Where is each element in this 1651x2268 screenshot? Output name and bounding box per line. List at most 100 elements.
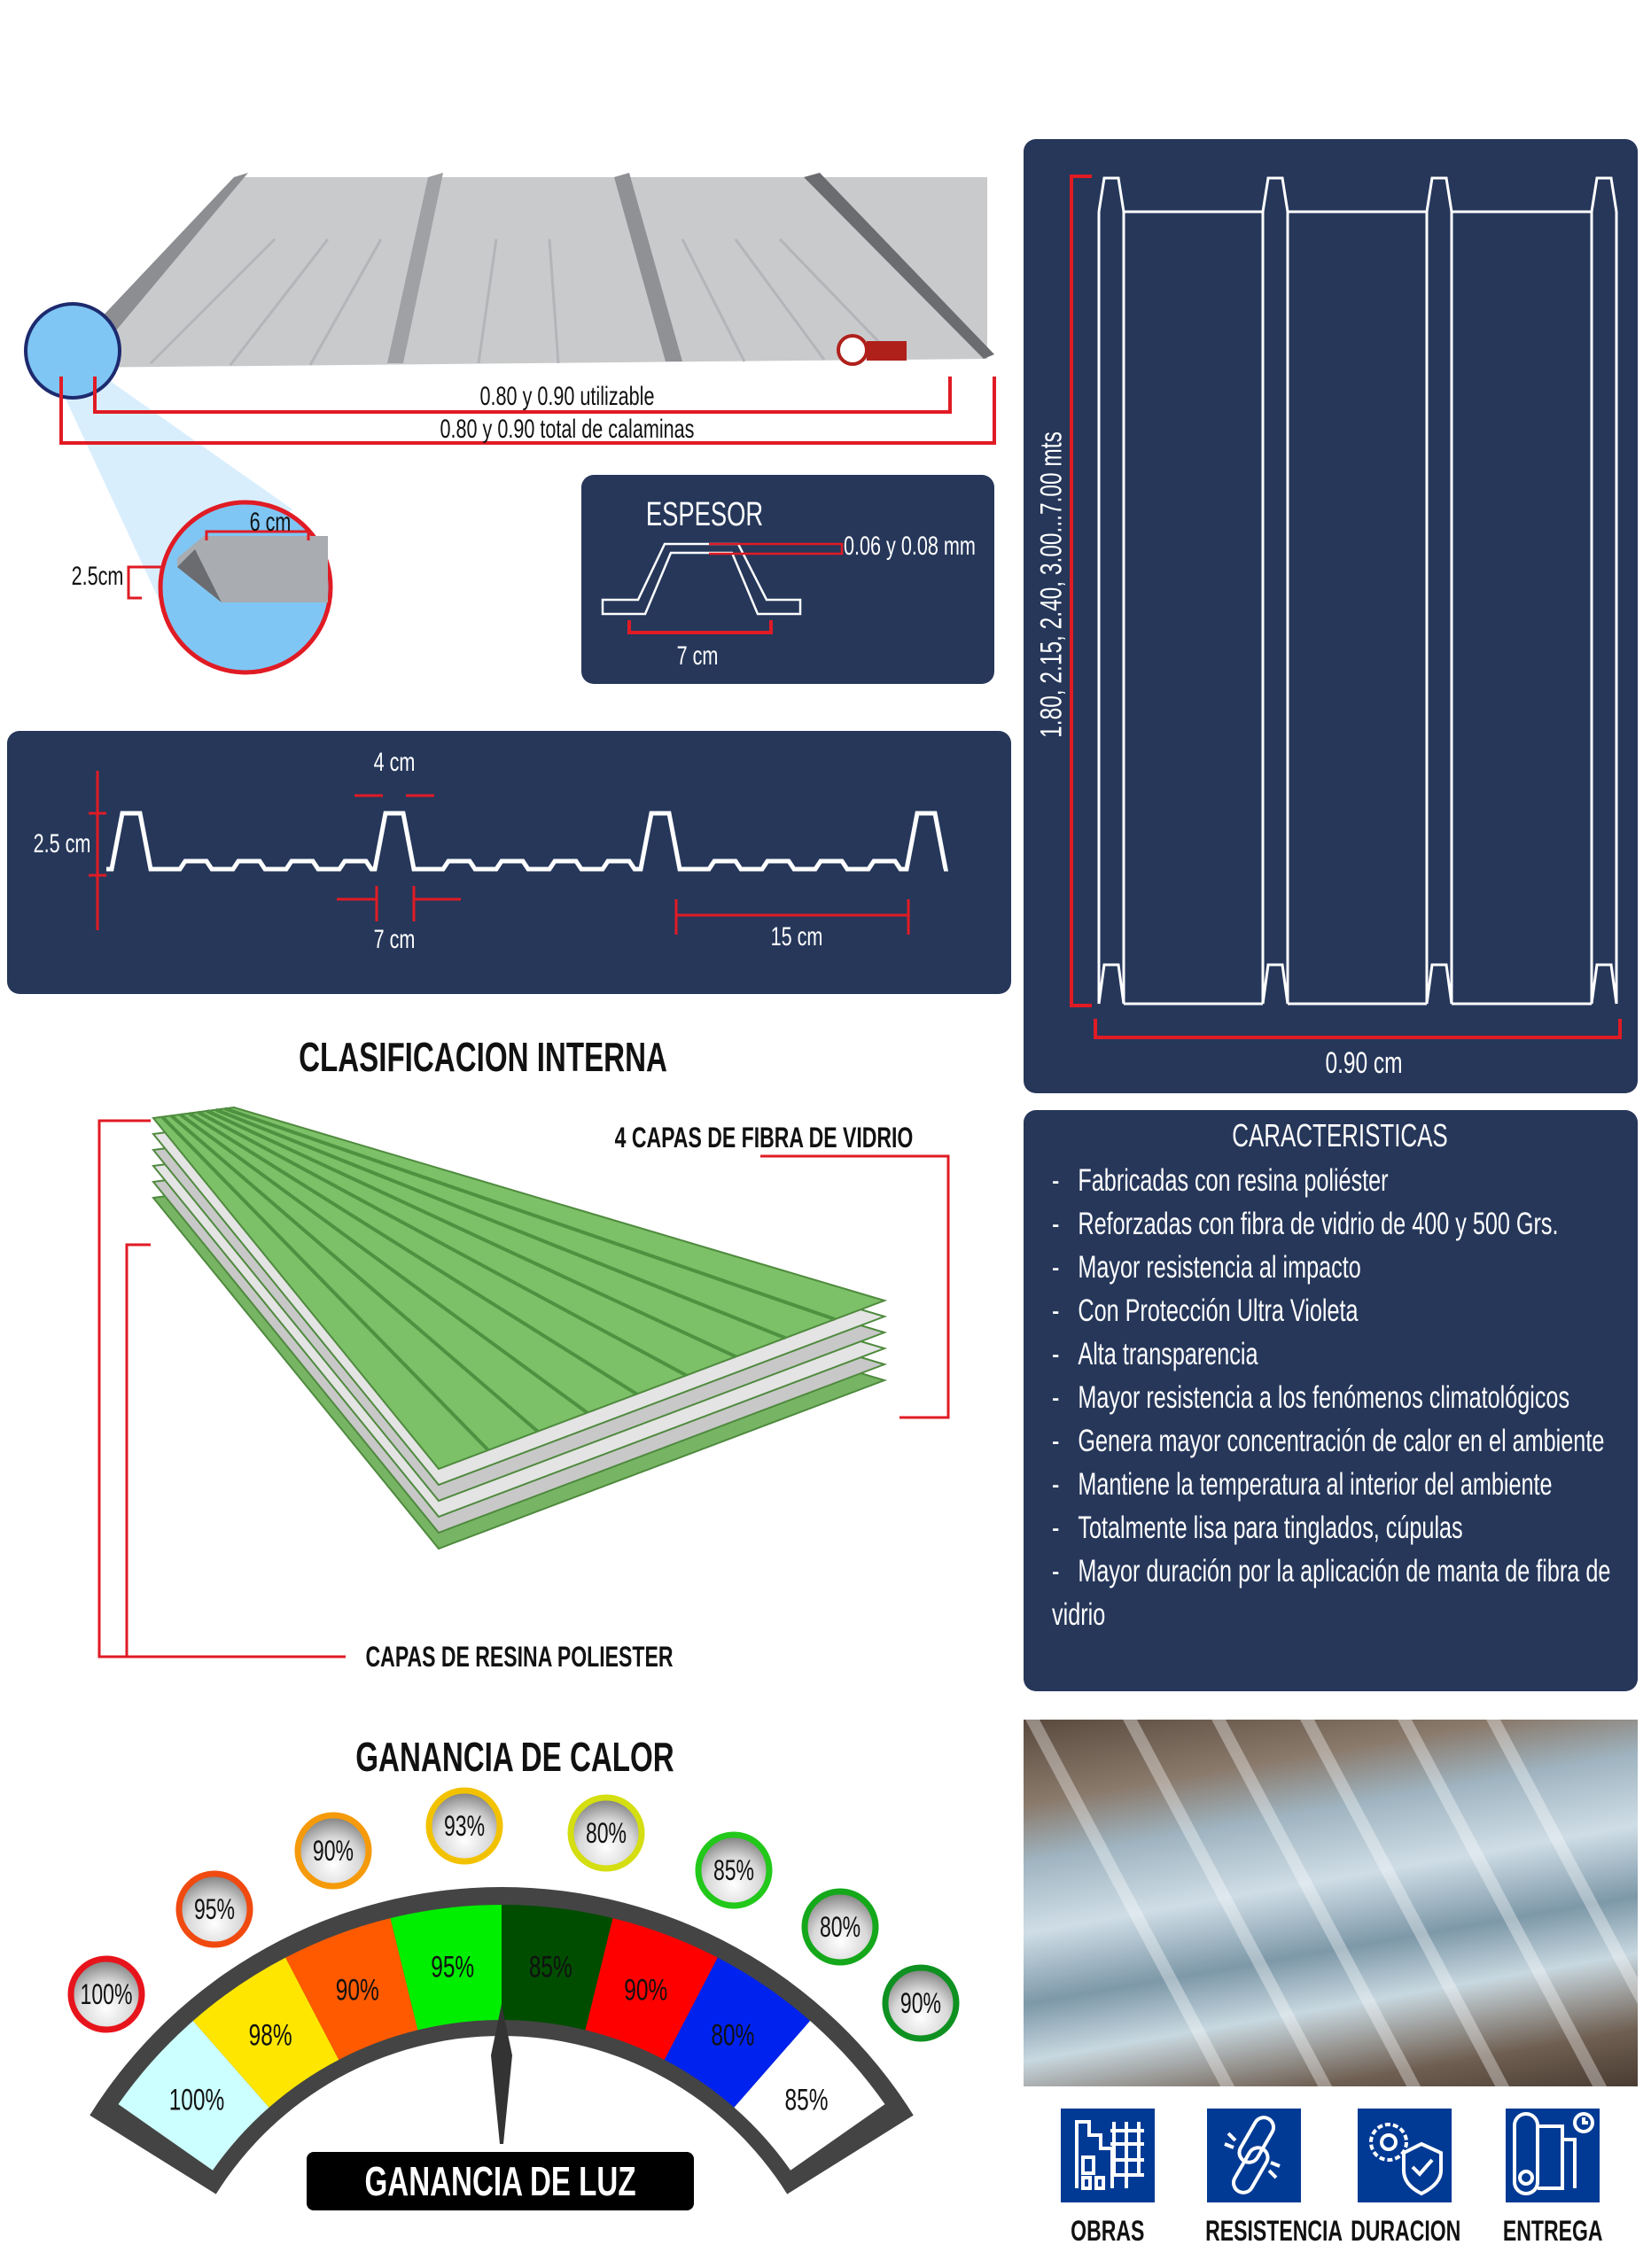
list-item: Alta transparencia [1052, 1332, 1620, 1376]
list-item: Mayor duración por la aplicación de mant… [1052, 1550, 1620, 1636]
gauge-segment-label: 90% [336, 1974, 379, 2008]
plan-width-label: 0.90 cm [1325, 1046, 1403, 1080]
light-gain-button: GANANCIA DE LUZ [307, 2152, 694, 2210]
gauge-segment [118, 2021, 269, 2171]
detail-marker-circle [24, 302, 121, 400]
plan-rib-top [1097, 176, 1125, 213]
feature-entrega: ENTREGA [1477, 2109, 1628, 2248]
layer-callout-lines [97, 1119, 950, 1658]
length-options-label: 1.80, 2.15, 2.40, 3.00...7.00 mts [1034, 431, 1069, 738]
building-icon [1061, 2109, 1155, 2202]
list-item: Fabricadas con resina poliéster [1052, 1159, 1620, 1202]
plan-rib-top [1425, 176, 1453, 213]
list-item: Mantiene la temperatura al interior del … [1052, 1463, 1620, 1506]
total-width-label: 0.80 y 0.90 total de calaminas [440, 415, 695, 444]
espesor-panel [581, 475, 994, 684]
heat-bubble [67, 1955, 145, 2033]
clasificacion-title: CLASIFICACION INTERNA [299, 1034, 667, 1080]
list-item: Con Protección Ultra Violeta [1052, 1289, 1620, 1332]
heat-bubble-label: 93% [444, 1810, 485, 1842]
heat-bubble [882, 1964, 960, 2042]
heat-bubble-label: 85% [713, 1854, 754, 1886]
dimension-lines [59, 377, 996, 445]
gauge-segment [390, 1905, 502, 2031]
heat-bubble [294, 1812, 372, 1890]
heat-bubble-label: 80% [820, 1911, 861, 1943]
feature-duracion: DURACION [1329, 2109, 1480, 2248]
rib-base-label: 7 cm [373, 925, 416, 954]
rib-height-label: 2.5 cm [33, 829, 91, 858]
detail-height-label: 2.5cm [71, 562, 124, 591]
gauge-segment-label: 95% [431, 1950, 474, 1984]
plan-rib-top [1261, 176, 1289, 213]
gauge-segment-label: 98% [249, 2019, 292, 2053]
gauge-segment-label: 90% [624, 1974, 667, 2008]
list-item: Mayor resistencia a los fenómenos climat… [1052, 1376, 1620, 1419]
plan-rib-bottom [1261, 963, 1289, 1005]
light-gain-gauge: 100% 98% 90% 95% 85% 90% 80% 85% [90, 1887, 914, 2194]
gear-shield-icon [1358, 2109, 1452, 2202]
sheet-rib [160, 1115, 490, 1452]
heat-bubble-label: 80% [586, 1817, 627, 1849]
rib-top-label: 4 cm [373, 748, 416, 777]
heat-gain-bubbles: 100% 95% 90% 93% 80% 85% 80% 90% [67, 1787, 960, 2042]
gauge-segment [285, 1918, 418, 2060]
espesor-title: ESPESOR [645, 496, 764, 533]
corrugation-profile [89, 771, 949, 935]
plan-rib-bottom [1097, 963, 1125, 1005]
list-item: Reforzadas con fibra de vidrio de 400 y … [1052, 1202, 1620, 1246]
sheet-rib [206, 1109, 737, 1359]
gauge-segment [664, 1957, 811, 2108]
gauge-needle [491, 2004, 512, 2144]
feature-resistencia: RESISTENCIA [1179, 2109, 1343, 2248]
product-photo [1024, 1720, 1638, 2086]
heat-bubble-label: 90% [900, 1987, 941, 2019]
sheet-rib [224, 1107, 836, 1322]
sheet-rib [179, 1113, 588, 1415]
roof-sheet-illustration [66, 173, 994, 368]
chain-link-icon [1207, 2109, 1301, 2202]
caracteristicas-title: CARACTERISTICAS [1232, 1117, 1448, 1153]
feature-label: DURACION [1351, 2215, 1461, 2247]
gauge-segment-label: 85% [785, 2084, 829, 2117]
plan-panel [1024, 139, 1638, 1093]
sheet-rib [169, 1114, 540, 1433]
thickness-label: 0.06 y 0.08 mm [844, 532, 976, 561]
roll-delivery-icon [1506, 2109, 1600, 2202]
sheet-rib [215, 1107, 786, 1340]
plan-dimension-lines [1070, 175, 1622, 1039]
plan-view-outline [1097, 176, 1618, 1006]
thickness-profile [601, 542, 844, 634]
list-item: Genera mayor concentración de calor en e… [1052, 1419, 1620, 1463]
light-gain-label: GANANCIA DE LUZ [364, 2158, 636, 2204]
caracteristicas-list: Fabricadas con resina poliéster Reforzad… [1052, 1159, 1620, 1636]
feature-obras: OBRAS [1032, 2109, 1183, 2248]
feature-label: ENTREGA [1502, 2215, 1603, 2247]
feature-label: OBRAS [1071, 2215, 1145, 2247]
gauge-segment [585, 1918, 718, 2060]
espesor-width-label: 7 cm [676, 641, 719, 671]
heat-gain-title: GANANCIA DE CALOR [355, 1734, 674, 1780]
plan-rib-top [1590, 176, 1618, 213]
heat-bubble [175, 1870, 253, 1948]
heat-bubble-label: 90% [313, 1835, 354, 1867]
detail-zoom-circle [127, 500, 333, 675]
layered-sheets-illustration [152, 1106, 888, 1550]
heat-bubble-label: 100% [81, 1978, 133, 2010]
usable-width-label: 0.80 y 0.90 utilizable [479, 382, 655, 411]
gauge-segment-label: 100% [169, 2084, 225, 2117]
fiber-layers-label: 4 CAPAS DE FIBRA DE VIDRIO [614, 1122, 914, 1153]
heat-bubble [801, 1888, 879, 1966]
feature-label: RESISTENCIA [1205, 2215, 1343, 2247]
sheet-rib [197, 1110, 688, 1378]
gauge-segment-label: 80% [711, 2019, 754, 2053]
heat-bubble-label: 95% [194, 1893, 235, 1925]
heat-bubble [567, 1794, 645, 1872]
heat-bubble [425, 1787, 503, 1865]
list-item: Totalmente lisa para tinglados, cúpulas [1052, 1506, 1620, 1550]
rib-spacing-label: 15 cm [770, 922, 823, 951]
resin-layers-label: CAPAS DE RESINA POLIESTER [365, 1641, 674, 1673]
heat-bubble [695, 1831, 773, 1909]
gauge-segment-label: 85% [529, 1950, 572, 1984]
